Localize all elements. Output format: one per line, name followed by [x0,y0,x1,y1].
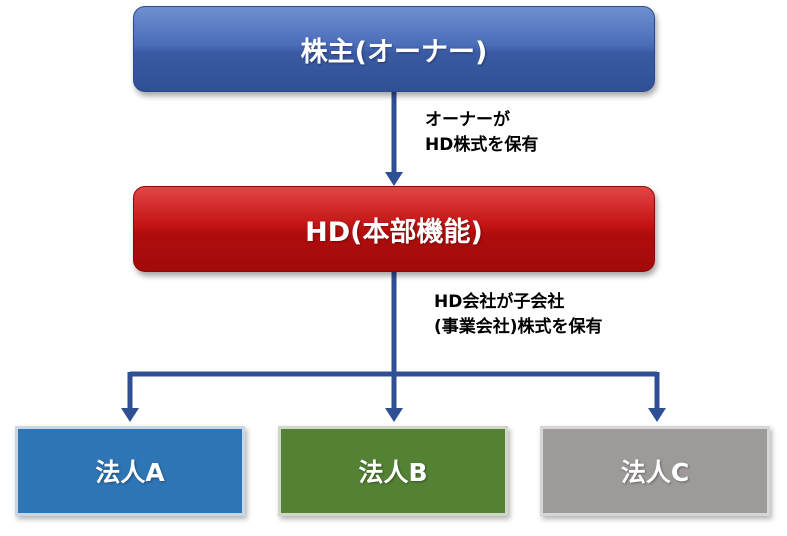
owner-holding-note: オーナーが HD株式を保有 [425,108,538,158]
corp-a-label: 法人A [95,458,165,487]
arrowhead-shareholder-to-hd [385,172,403,186]
corp-c-label: 法人C [620,458,690,487]
arrowhead-a [121,408,139,422]
arrowhead-b [385,408,403,422]
hd-note-line-2: (事業会社)株式を保有 [434,317,603,337]
corp-a-node: 法人A [15,426,245,516]
corp-b-node: 法人B [278,426,508,516]
owner-note-line-1: オーナーが [425,110,510,130]
corp-b-label: 法人B [358,458,428,487]
hd-node: HD(本部機能) [133,186,655,272]
corp-c-node: 法人C [540,426,770,516]
shareholder-node: 株主(オーナー) [133,6,655,92]
arrowhead-c [648,408,666,422]
owner-note-line-2: HD株式を保有 [425,135,539,155]
hd-note-line-1: HD会社が子会社 [434,292,565,312]
shareholder-label: 株主(オーナー) [300,36,488,68]
hd-holding-note: HD会社が子会社 (事業会社)株式を保有 [434,290,603,340]
hd-label: HD(本部機能) [305,216,483,248]
